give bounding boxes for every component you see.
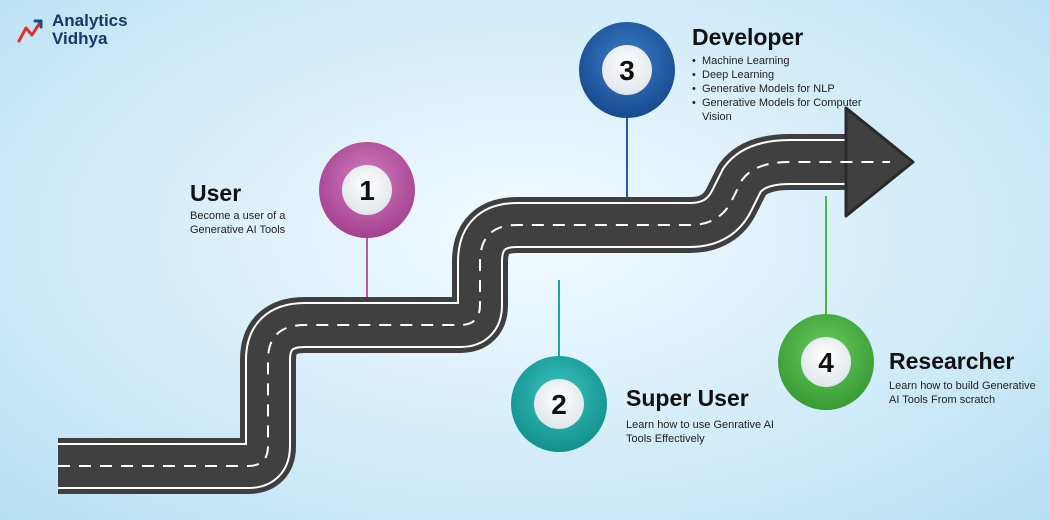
logo-text: Analytics Vidhya — [52, 12, 128, 48]
list-item: Deep Learning — [692, 68, 862, 82]
road-arrow-head — [844, 106, 915, 218]
stage-number-4: 4 — [818, 347, 834, 378]
stage-description-2: Learn how to use Genrative AI Tools Effe… — [626, 419, 774, 445]
stage-description-4: Learn how to build Generative AI Tools F… — [889, 380, 1036, 406]
logo-line-1: Analytics — [52, 11, 128, 30]
stage-description-1: Become a user of a Generative AI Tools — [190, 210, 286, 236]
stage-title-1: User — [190, 180, 242, 206]
road — [58, 106, 915, 494]
trend-arrow-icon — [17, 19, 43, 43]
stage-number-2: 2 — [551, 389, 567, 420]
stage-items-3: Machine Learning Deep Learning Generativ… — [692, 54, 862, 124]
road-center-dashes — [58, 161, 890, 467]
list-item: Machine Learning — [692, 54, 862, 68]
stage-marker-3: 3 — [579, 22, 675, 118]
stage-marker-4: 4 — [778, 314, 874, 410]
stage-title-3: Developer — [692, 24, 804, 50]
stage-number-1: 1 — [359, 175, 375, 206]
stage-title-4: Researcher — [889, 348, 1015, 374]
stage-title-2: Super User — [626, 385, 749, 411]
stage-number-3: 3 — [619, 55, 635, 86]
list-item: Generative Models for NLP — [692, 82, 862, 96]
stage-marker-2: 2 — [511, 356, 607, 452]
logo-line-2: Vidhya — [52, 29, 108, 48]
analytics-vidhya-logo: Analytics Vidhya — [16, 12, 128, 48]
list-item: Generative Models for Computer Vision — [692, 96, 862, 124]
stage-marker-1: 1 — [319, 142, 415, 238]
